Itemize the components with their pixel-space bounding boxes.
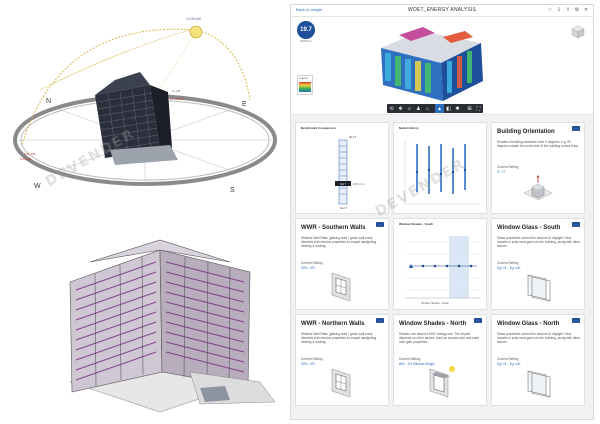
card-info-icon[interactable]: ⬚	[376, 318, 384, 323]
current-setting-value: 30% - 0%	[301, 266, 315, 270]
app-header: Back to Insight WOET_ENERGY ANALYSIS ☆ ⇩…	[291, 5, 593, 17]
card-title: WWR - Southern Walls	[301, 225, 366, 231]
3d-model-viewer[interactable]: 19.7 kWh/m²/yr Legend	[291, 17, 593, 115]
compass-west: W	[34, 183, 41, 190]
card-title: Model History	[399, 126, 419, 130]
current-setting-label: Current Setting	[301, 357, 323, 361]
glass-illustration-icon	[527, 370, 551, 398]
sun-time-label-3: 4:15 PM	[24, 152, 36, 156]
measure-icon[interactable]: ▲	[435, 104, 444, 113]
card-description: Window-Wall-Ratio (glazing area / gross …	[301, 236, 378, 248]
star-icon[interactable]: ☆	[547, 7, 553, 13]
card-info-icon[interactable]: ⬚	[572, 318, 580, 323]
building-model	[95, 72, 178, 165]
view-cube-icon[interactable]	[571, 25, 585, 39]
current-setting-label: Current Setting	[497, 357, 519, 361]
window-shades-north-card[interactable]: Window Shades - North ⬚ Shades can reduc…	[393, 314, 487, 406]
card-title: WWR - Northern Walls	[301, 321, 365, 327]
home-icon[interactable]: ⌂	[425, 105, 430, 112]
benchmark-bottom-label: GH 7	[340, 206, 347, 210]
card-info-icon[interactable]: ⬚	[474, 318, 482, 323]
card-title: Window Shades - South	[399, 222, 434, 226]
settings-icon[interactable]: ⚙	[574, 7, 580, 13]
benchmark-chart: GH 7 GH 7 GH 7 kWh/m²/yr	[335, 135, 365, 210]
card-title: Window Shades - North	[399, 321, 467, 327]
card-title: Benchmark Comparison	[301, 126, 336, 130]
sun-time-label-2: 10:15 AM	[170, 97, 183, 101]
current-setting-label: Current Setting	[399, 357, 421, 361]
current-setting-value: BIM - 2/3 Window Height	[399, 362, 435, 366]
legend-gradient	[299, 82, 311, 92]
heatmap-building-model	[381, 27, 483, 101]
page-title: WOET_ENERGY ANALYSIS	[407, 7, 476, 13]
card-description: Glass properties control the amount of d…	[497, 236, 581, 248]
chart-x-label: Window Shades - South	[421, 301, 449, 305]
explode-icon[interactable]: ✱	[455, 105, 460, 112]
building-orientation-card[interactable]: Building Orientation ⬚ Rotates a buildin…	[491, 122, 585, 214]
current-setting-label: Current Setting	[497, 165, 519, 169]
compass-north: N	[46, 98, 51, 105]
model-icon[interactable]: ⊞	[467, 105, 472, 112]
header-actions: ☆ ⇩ ⇪ ⚙ ✕	[547, 7, 589, 13]
viewer-toolbar: ⟲ ✥ ⌕ ♟ ⌂ ▲ ◧ ✱ ⊞ ⛶	[387, 104, 483, 113]
sun-time-label-4: 5:15 PM	[20, 157, 32, 161]
shade-illustration-icon	[429, 366, 455, 398]
zoom-icon[interactable]: ⌕	[408, 105, 411, 112]
close-icon[interactable]: ✕	[583, 7, 589, 13]
window-glass-north-card[interactable]: Window Glass - North ⬚ Glass properties …	[491, 314, 585, 406]
legend-box: Legend	[297, 75, 313, 95]
benchmark-card[interactable]: Benchmark Comparison GH 7 GH 7 GH 7 kWh/…	[295, 122, 389, 214]
benchmark-unit: kWh/m²/yr	[353, 182, 365, 186]
share-icon[interactable]: ⇪	[565, 7, 571, 13]
current-setting-label: Current Setting	[497, 261, 519, 265]
sun-time-label: 10:05 AM	[186, 17, 201, 21]
wwr-south-card[interactable]: WWR - Southern Walls ⬚ Window-Wall-Ratio…	[295, 218, 389, 310]
sun-time-label-5: 11 AM	[172, 89, 181, 93]
isometric-building-render	[69, 239, 276, 413]
card-info-icon[interactable]: ⬚	[376, 222, 384, 227]
card-title: Building Orientation	[497, 129, 555, 135]
card-info-icon[interactable]: ⬚	[572, 222, 580, 227]
download-icon[interactable]: ⇩	[556, 7, 562, 13]
section-icon[interactable]: ◧	[446, 105, 451, 112]
fullscreen-icon[interactable]: ⛶	[476, 105, 481, 112]
legend-label: Legend	[299, 77, 308, 80]
benchmark-mid-label: GH 7	[340, 182, 347, 186]
model-history-chart	[404, 140, 481, 205]
walk-icon[interactable]: ♟	[416, 105, 421, 112]
wwr-north-card[interactable]: WWR - Northern Walls ⬚ Window-Wall-Ratio…	[295, 314, 389, 406]
window-shades-south-card[interactable]: Window Shades - South	[393, 218, 487, 310]
energy-score-badge: 19.7	[297, 21, 315, 39]
card-description: Shades can reduce HVAC energy use. The i…	[399, 332, 480, 344]
card-info-icon[interactable]: ⬚	[572, 126, 580, 131]
factor-cards-grid: Benchmark Comparison GH 7 GH 7 GH 7 kWh/…	[295, 122, 591, 406]
compass-east: E	[242, 101, 247, 108]
glass-illustration-icon	[527, 274, 551, 302]
current-setting-value: 30% - 0%	[301, 362, 315, 366]
compass-south: S	[230, 187, 235, 194]
current-setting-label: Current Setting	[301, 261, 323, 265]
sun-path-render: N E S W 10:05 AM 10:15 AM 4:15 PM 5:15 P…	[13, 17, 277, 194]
orbit-icon[interactable]: ⟲	[389, 105, 394, 112]
insight-app-window: Back to Insight WOET_ENERGY ANALYSIS ☆ ⇩…	[290, 4, 594, 420]
window-illustration-icon	[331, 368, 351, 398]
model-history-card[interactable]: Model History	[393, 122, 487, 214]
window-illustration-icon	[331, 272, 351, 302]
back-link[interactable]: Back to Insight	[296, 7, 323, 12]
orientation-illustration-icon	[523, 175, 553, 201]
window-shades-chart: Window Shades - South	[405, 236, 481, 305]
current-setting-value: Sgl Clr - Trp LoE	[497, 362, 521, 366]
card-description: Rotates a building clockwise from 0 degr…	[497, 140, 579, 148]
card-title: Window Glass - North	[497, 321, 560, 327]
card-description: Window-Wall-Ratio (glazing area / gross …	[301, 332, 378, 344]
energy-score-unit: kWh/m²/yr	[300, 40, 312, 43]
benchmark-top-label: GH 7	[349, 135, 356, 139]
card-description: Glass properties control the amount of d…	[497, 332, 581, 344]
pan-icon[interactable]: ✥	[398, 105, 403, 112]
window-glass-south-card[interactable]: Window Glass - South ⬚ Glass properties …	[491, 218, 585, 310]
current-setting-value: Sgl Clr - Trp LoE	[497, 266, 521, 270]
card-title: Window Glass - South	[497, 225, 561, 231]
current-setting-value: 0° / 0°	[497, 170, 506, 174]
